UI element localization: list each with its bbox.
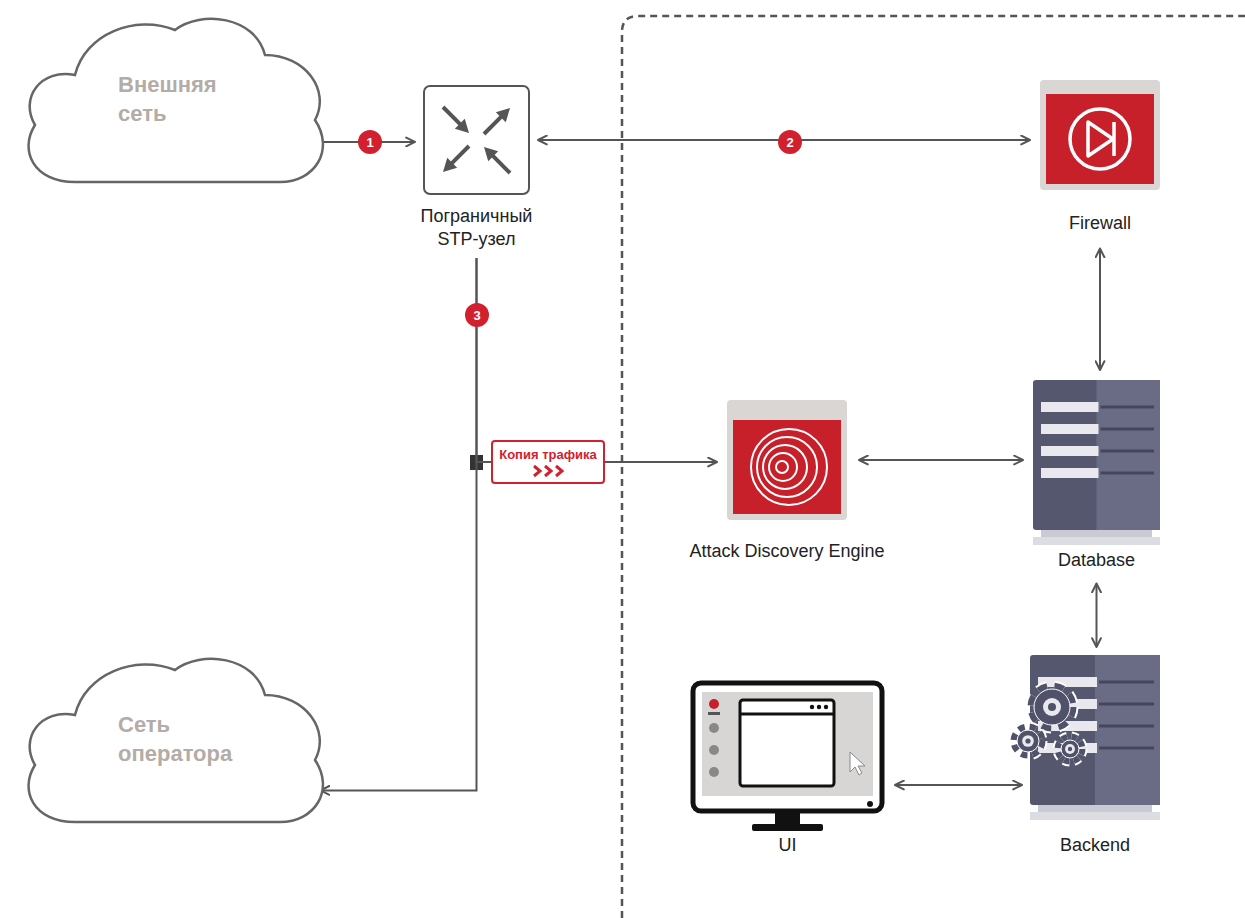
connector [895,784,1022,786]
connector [1099,249,1101,371]
ui-node: UI [690,680,885,832]
dashed-boundary [622,16,1245,918]
box-label: Копия трафика [499,447,597,463]
callout-number: 3 [465,303,489,327]
connector [1096,584,1098,648]
cloud-shape [15,10,330,190]
cloud-network: Внешняя сеть [15,10,330,190]
network-name: Внешняя сеть [118,71,253,128]
engine-node: Attack Discovery Engine [727,400,847,520]
cloud-shape [15,650,330,830]
connector [321,258,477,790]
chevron-symbol [531,464,565,478]
switch-node: Пограничный STP-узел [423,85,530,195]
node-label: Backend [1060,834,1130,857]
ade-icon [727,400,847,520]
connector [859,459,1023,461]
node-label: Database [1058,549,1135,572]
connector [477,258,492,462]
db-icon [1033,380,1160,545]
node-label: Attack Discovery Engine [689,540,884,563]
node-label: UI [779,834,797,857]
cloud-network: Сеть оператора [15,650,330,830]
be-icon [1030,655,1160,820]
node-label: Firewall [1069,212,1131,235]
database-node: Database [1033,380,1160,545]
callout-number: 2 [778,130,802,154]
ui-icon [690,680,885,832]
traffic-copy-box: Копия трафика [491,440,605,485]
fw-icon [1040,80,1160,190]
stp-icon [423,85,530,195]
network-name: Сеть оператора [118,711,253,768]
firewall-node: Firewall [1040,80,1160,190]
backend-node: Backend [1030,655,1160,820]
connector [605,461,717,463]
node-label: Пограничный STP-узел [407,205,547,250]
callout-number: 1 [358,130,382,154]
